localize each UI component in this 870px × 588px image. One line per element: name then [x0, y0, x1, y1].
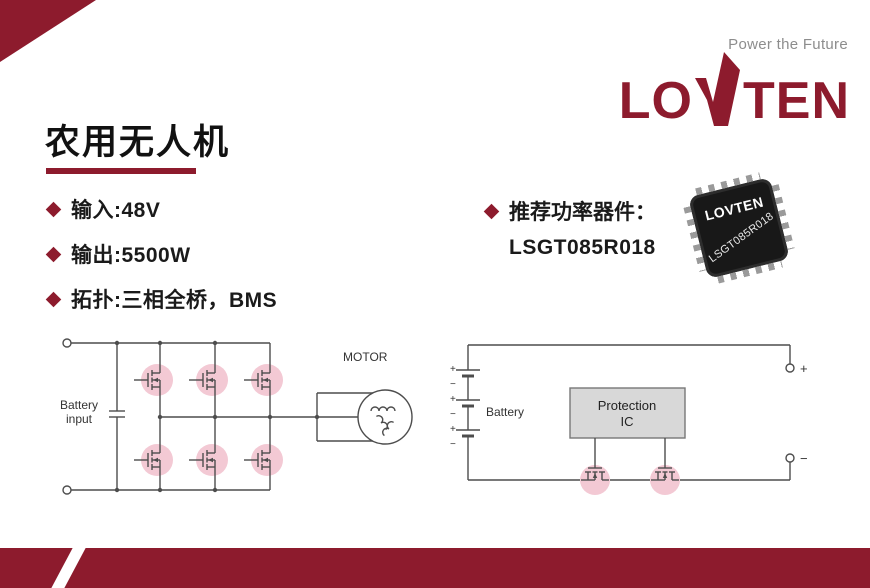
bms-wiring	[456, 344, 795, 481]
diamond-bullet-icon	[483, 203, 500, 219]
battery-input-label-line2: input	[66, 412, 93, 426]
svg-text:+: +	[450, 394, 456, 405]
positive-terminal-label: +	[800, 361, 808, 376]
spec-list: 输入:48V 输出:5500W 拓扑:三相全桥，BMS	[45, 194, 278, 329]
lightning-bolt-icon	[695, 52, 740, 126]
diamond-bullet-icon	[45, 291, 62, 307]
spec-item-input: 输入:48V	[45, 194, 277, 224]
svg-text:−: −	[450, 409, 456, 420]
protection-ic-box	[569, 387, 686, 439]
diamond-bullet-icon	[45, 201, 62, 217]
spec-label: 拓扑:三相全桥，BMS	[71, 289, 278, 312]
bms-circuit-diagram: + − + − + − Battery Protection IC + −	[450, 344, 808, 495]
recommended-part-number: LSGT085R018	[509, 236, 656, 259]
corner-triangle-decoration	[0, 0, 96, 62]
spec-label: 输入:48V	[71, 199, 161, 222]
svg-text:−: −	[450, 439, 456, 450]
chip-pins-top	[695, 172, 761, 196]
cell-polarity-marks: + − + − + −	[450, 364, 456, 450]
negative-terminal-label: −	[800, 451, 808, 466]
spec-item-topology: 拓扑:三相全桥，BMS	[45, 284, 278, 314]
brand-logo: LO TEN	[619, 50, 850, 127]
spec-label: 输出:5500W	[71, 244, 191, 267]
protection-ic-label-line2: IC	[621, 414, 634, 429]
motor-symbol	[357, 389, 413, 445]
chip-body: LOVTEN LSGT085R018	[683, 172, 795, 284]
logo-text-right: TEN	[743, 72, 850, 130]
battery-label: Battery	[486, 405, 524, 419]
logo-text-left: LO	[618, 72, 693, 130]
inverter-wiring	[62, 338, 413, 495]
chip-pins-bottom	[717, 260, 783, 284]
footer-bar	[0, 548, 870, 588]
diamond-bullet-icon	[45, 246, 62, 262]
page-title: 农用无人机	[45, 123, 231, 162]
svg-text:−: −	[450, 379, 456, 390]
chip-package-illustration: LOVTEN LSGT085R018	[683, 172, 795, 284]
svg-text:+: +	[450, 364, 456, 375]
spec-item-output: 输出:5500W	[45, 239, 277, 269]
recommended-part-block: 推荐功率器件： LSGT085R018	[483, 196, 656, 260]
title-underline	[46, 168, 196, 174]
inverter-circuit-diagram: Battery input MOTOR	[60, 338, 413, 495]
recommended-part-label: 推荐功率器件：	[509, 201, 656, 224]
protection-ic-label-line1: Protection	[598, 398, 657, 413]
motor-label: MOTOR	[343, 350, 388, 364]
brand-tagline: Power the Future	[728, 36, 848, 53]
junction-dots	[114, 340, 320, 493]
battery-input-label-line1: Battery	[60, 398, 98, 412]
svg-text:+: +	[450, 424, 456, 435]
